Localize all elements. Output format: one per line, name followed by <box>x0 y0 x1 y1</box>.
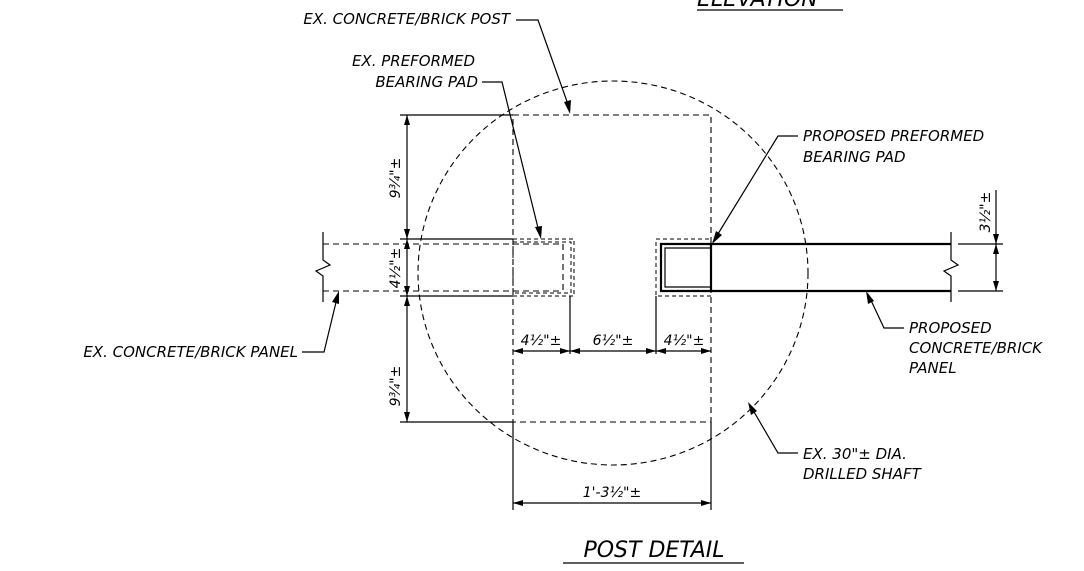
label-existing-pad-line2: BEARING PAD <box>375 73 478 91</box>
arrow-head <box>993 244 999 254</box>
arrow-head <box>748 402 757 415</box>
leader-existing-bearing-pad: EX. PREFORMED BEARING PAD <box>352 52 542 239</box>
arrow-head <box>332 291 339 304</box>
leader-line <box>867 293 904 329</box>
label-existing-panel: EX. CONCRETE/BRICK PANEL <box>83 343 298 361</box>
overall-width-dimension: 1'-3½"± <box>512 422 712 510</box>
arrow-head <box>993 234 999 244</box>
existing-panel-break-line <box>314 232 332 302</box>
label-proposed-pad-line1: PROPOSED PREFORMED <box>803 127 984 145</box>
existing-post-outline <box>512 114 712 423</box>
dim-bottom-vertical: 9¾"± <box>388 366 404 407</box>
leader-line <box>482 81 541 237</box>
label-existing-pad-line1: EX. PREFORMED <box>352 52 475 70</box>
arrow-head <box>701 348 711 354</box>
leader-line <box>749 404 798 454</box>
arrow-head <box>560 348 570 354</box>
dim-overall-width: 1'-3½"± <box>583 485 641 501</box>
arrow-head <box>404 296 410 306</box>
label-shaft-line2: DRILLED SHAFT <box>803 465 923 483</box>
leader-existing-post: EX. CONCRETE/BRICK POST <box>303 10 571 114</box>
leader-proposed-panel: PROPOSED CONCRETE/BRICK PANEL <box>866 291 1043 377</box>
dim-top-vertical: 9¾"± <box>388 158 404 199</box>
existing-bearing-pad-inner <box>512 241 572 294</box>
left-vertical-dimensions: 9¾"± 4½"± 9¾"± <box>388 114 513 423</box>
proposed-bearing-pad-inner <box>664 247 711 288</box>
leader-proposed-bearing-pad: PROPOSED PREFORMED BEARING PAD <box>712 127 984 244</box>
arrow-head <box>404 412 410 422</box>
label-shaft-line1: EX. 30"± DIA. <box>803 445 907 463</box>
arrow-head <box>404 229 410 239</box>
elevation-title: ELEVATION <box>697 0 843 12</box>
label-proposed-panel-line1: PROPOSED <box>909 319 992 337</box>
arrow-head <box>564 100 571 114</box>
dim-middle-vertical: 4½"± <box>388 248 404 289</box>
dim-center-horizontal: 6½"± <box>593 333 634 349</box>
proposed-panel <box>655 232 960 302</box>
proposed-bearing-pad <box>659 242 711 293</box>
leader-drilled-shaft: EX. 30"± DIA. DRILLED SHAFT <box>748 402 923 483</box>
arrow-head <box>513 500 523 506</box>
label-proposed-pad-line2: BEARING PAD <box>803 148 906 166</box>
leader-existing-panel: EX. CONCRETE/BRICK PANEL <box>83 291 339 361</box>
existing-bearing-pad <box>512 238 575 297</box>
arrow-head <box>404 286 410 296</box>
arrow-head <box>404 239 410 249</box>
elevation-title-text: ELEVATION <box>697 0 818 12</box>
dim-right-horizontal: 4½"± <box>664 333 705 349</box>
right-vertical-dimension: 3½"± <box>958 190 1003 292</box>
arrow-head <box>535 226 542 239</box>
post-detail-title-text: POST DETAIL <box>583 538 724 563</box>
horizontal-dimensions: 4½"± 6½"± 4½"± <box>513 296 711 354</box>
arrow-head <box>646 348 656 354</box>
arrow-head <box>701 500 711 506</box>
leader-line <box>302 293 339 353</box>
arrow-head <box>656 348 666 354</box>
label-existing-post: EX. CONCRETE/BRICK POST <box>303 10 511 28</box>
proposed-panel-break-line <box>942 232 960 302</box>
arrow-head <box>993 281 999 291</box>
drilled-shaft-circle <box>417 80 809 466</box>
arrow-head <box>404 115 410 125</box>
dim-right-vertical: 3½"± <box>978 192 994 233</box>
label-proposed-panel-line2: CONCRETE/BRICK <box>909 339 1043 357</box>
leader-line <box>712 135 798 243</box>
dim-left-horizontal: 4½"± <box>521 333 562 349</box>
existing-panel <box>314 232 575 302</box>
arrow-head <box>513 348 523 354</box>
leader-line <box>516 19 571 111</box>
label-proposed-panel-line3: PANEL <box>909 359 957 377</box>
arrow-head <box>712 231 722 244</box>
post-detail-title: POST DETAIL <box>563 538 744 564</box>
arrow-head <box>570 348 580 354</box>
arrow-head <box>866 291 874 304</box>
